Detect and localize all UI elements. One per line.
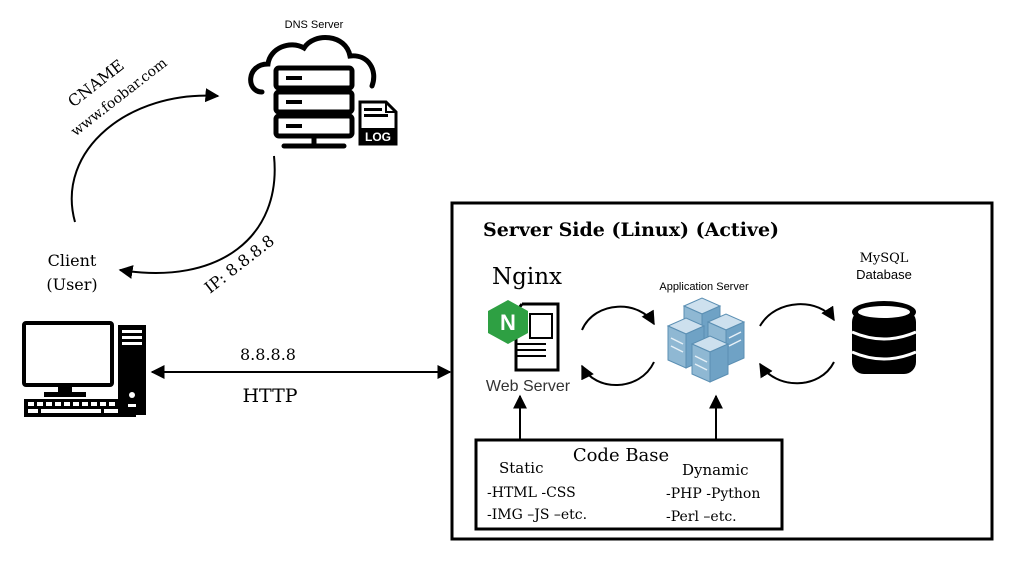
server-side-title: Server Side (Linux) (Active) [483, 219, 779, 241]
connection-protocol: HTTP [242, 385, 297, 407]
nginx-logo-icon: N [488, 300, 528, 344]
app-to-web-arrow [581, 361, 655, 386]
cname-request-arrow [70, 88, 220, 223]
dns-server-icon [248, 35, 377, 149]
static-heading: Static [499, 459, 543, 477]
connection-ip: 8.8.8.8 [240, 345, 296, 364]
application-server-icon [666, 297, 746, 383]
client-label: Client [48, 251, 97, 270]
static-line-1: -HTML -CSS [487, 485, 576, 501]
ip-response-arrow [118, 155, 276, 279]
client-sublabel: (User) [46, 275, 97, 294]
client-computer-icon [22, 321, 146, 417]
code-base-box [474, 438, 784, 531]
log-badge-text: LOG [365, 130, 391, 144]
nginx-title: Nginx [492, 264, 562, 290]
app-server-label: Application Server [659, 281, 749, 293]
web-server-label: Web Server [486, 378, 571, 395]
server-side-box [450, 201, 994, 541]
dns-server-label: DNS Server [285, 19, 344, 31]
db-to-app-arrow [759, 361, 835, 385]
static-line-2: -IMG –JS –etc. [487, 507, 587, 523]
db-sublabel: Database [856, 267, 912, 282]
code-base-title: Code Base [573, 445, 669, 466]
db-label: MySQL [860, 251, 909, 266]
log-file-icon: LOG [358, 100, 398, 146]
web-to-app-arrow [581, 305, 655, 331]
dynamic-line-2: -Perl –etc. [666, 509, 737, 525]
nginx-logo-letter: N [500, 310, 516, 335]
cname-label-group: CNAME www.foobar.com [64, 55, 170, 140]
app-to-db-arrow [759, 303, 835, 327]
mysql-database-icon [851, 301, 917, 374]
dynamic-line-1: -PHP -Python [666, 486, 760, 502]
dynamic-heading: Dynamic [682, 461, 749, 479]
